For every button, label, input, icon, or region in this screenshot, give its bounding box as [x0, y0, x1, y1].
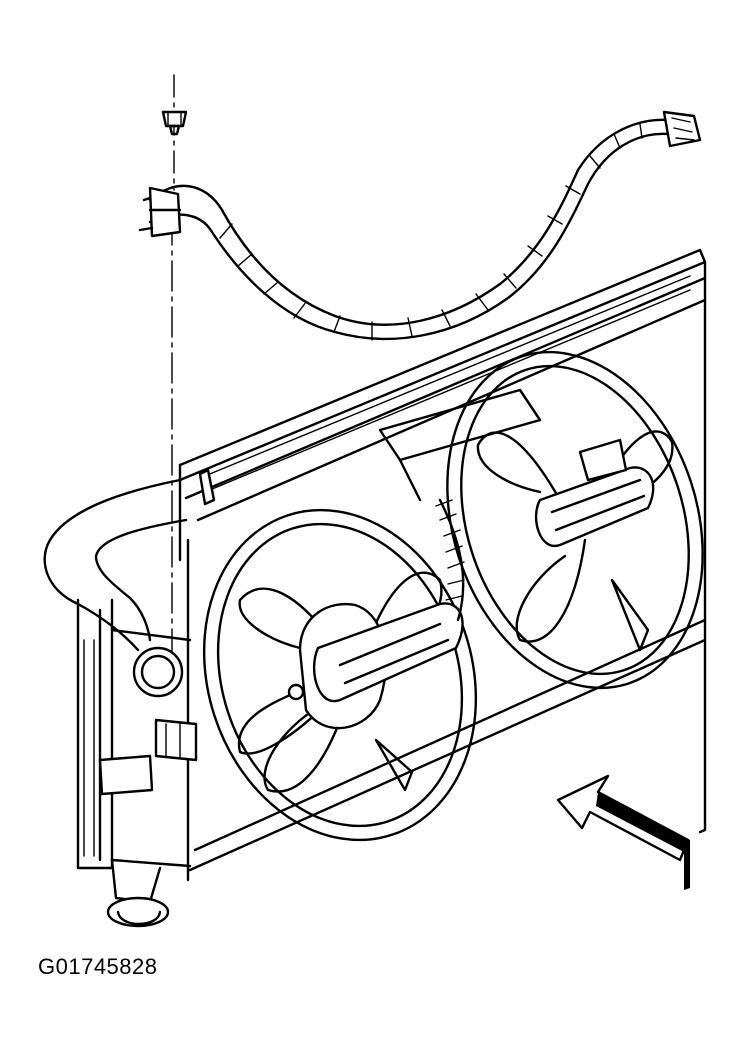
figure-id-label: G01745828: [38, 954, 158, 979]
retainer-clip: [161, 110, 188, 136]
radiator-side-tank: [76, 538, 192, 928]
direction-arrow-icon: [556, 774, 690, 890]
alignment-centerline: [171, 74, 175, 691]
radiator-hose: [43, 478, 188, 652]
left-fan: [202, 508, 478, 842]
radiator-filler-neck: [132, 646, 198, 762]
wiring-harness: [138, 110, 702, 341]
fan-shroud: [188, 248, 707, 872]
right-fan: [446, 350, 704, 690]
